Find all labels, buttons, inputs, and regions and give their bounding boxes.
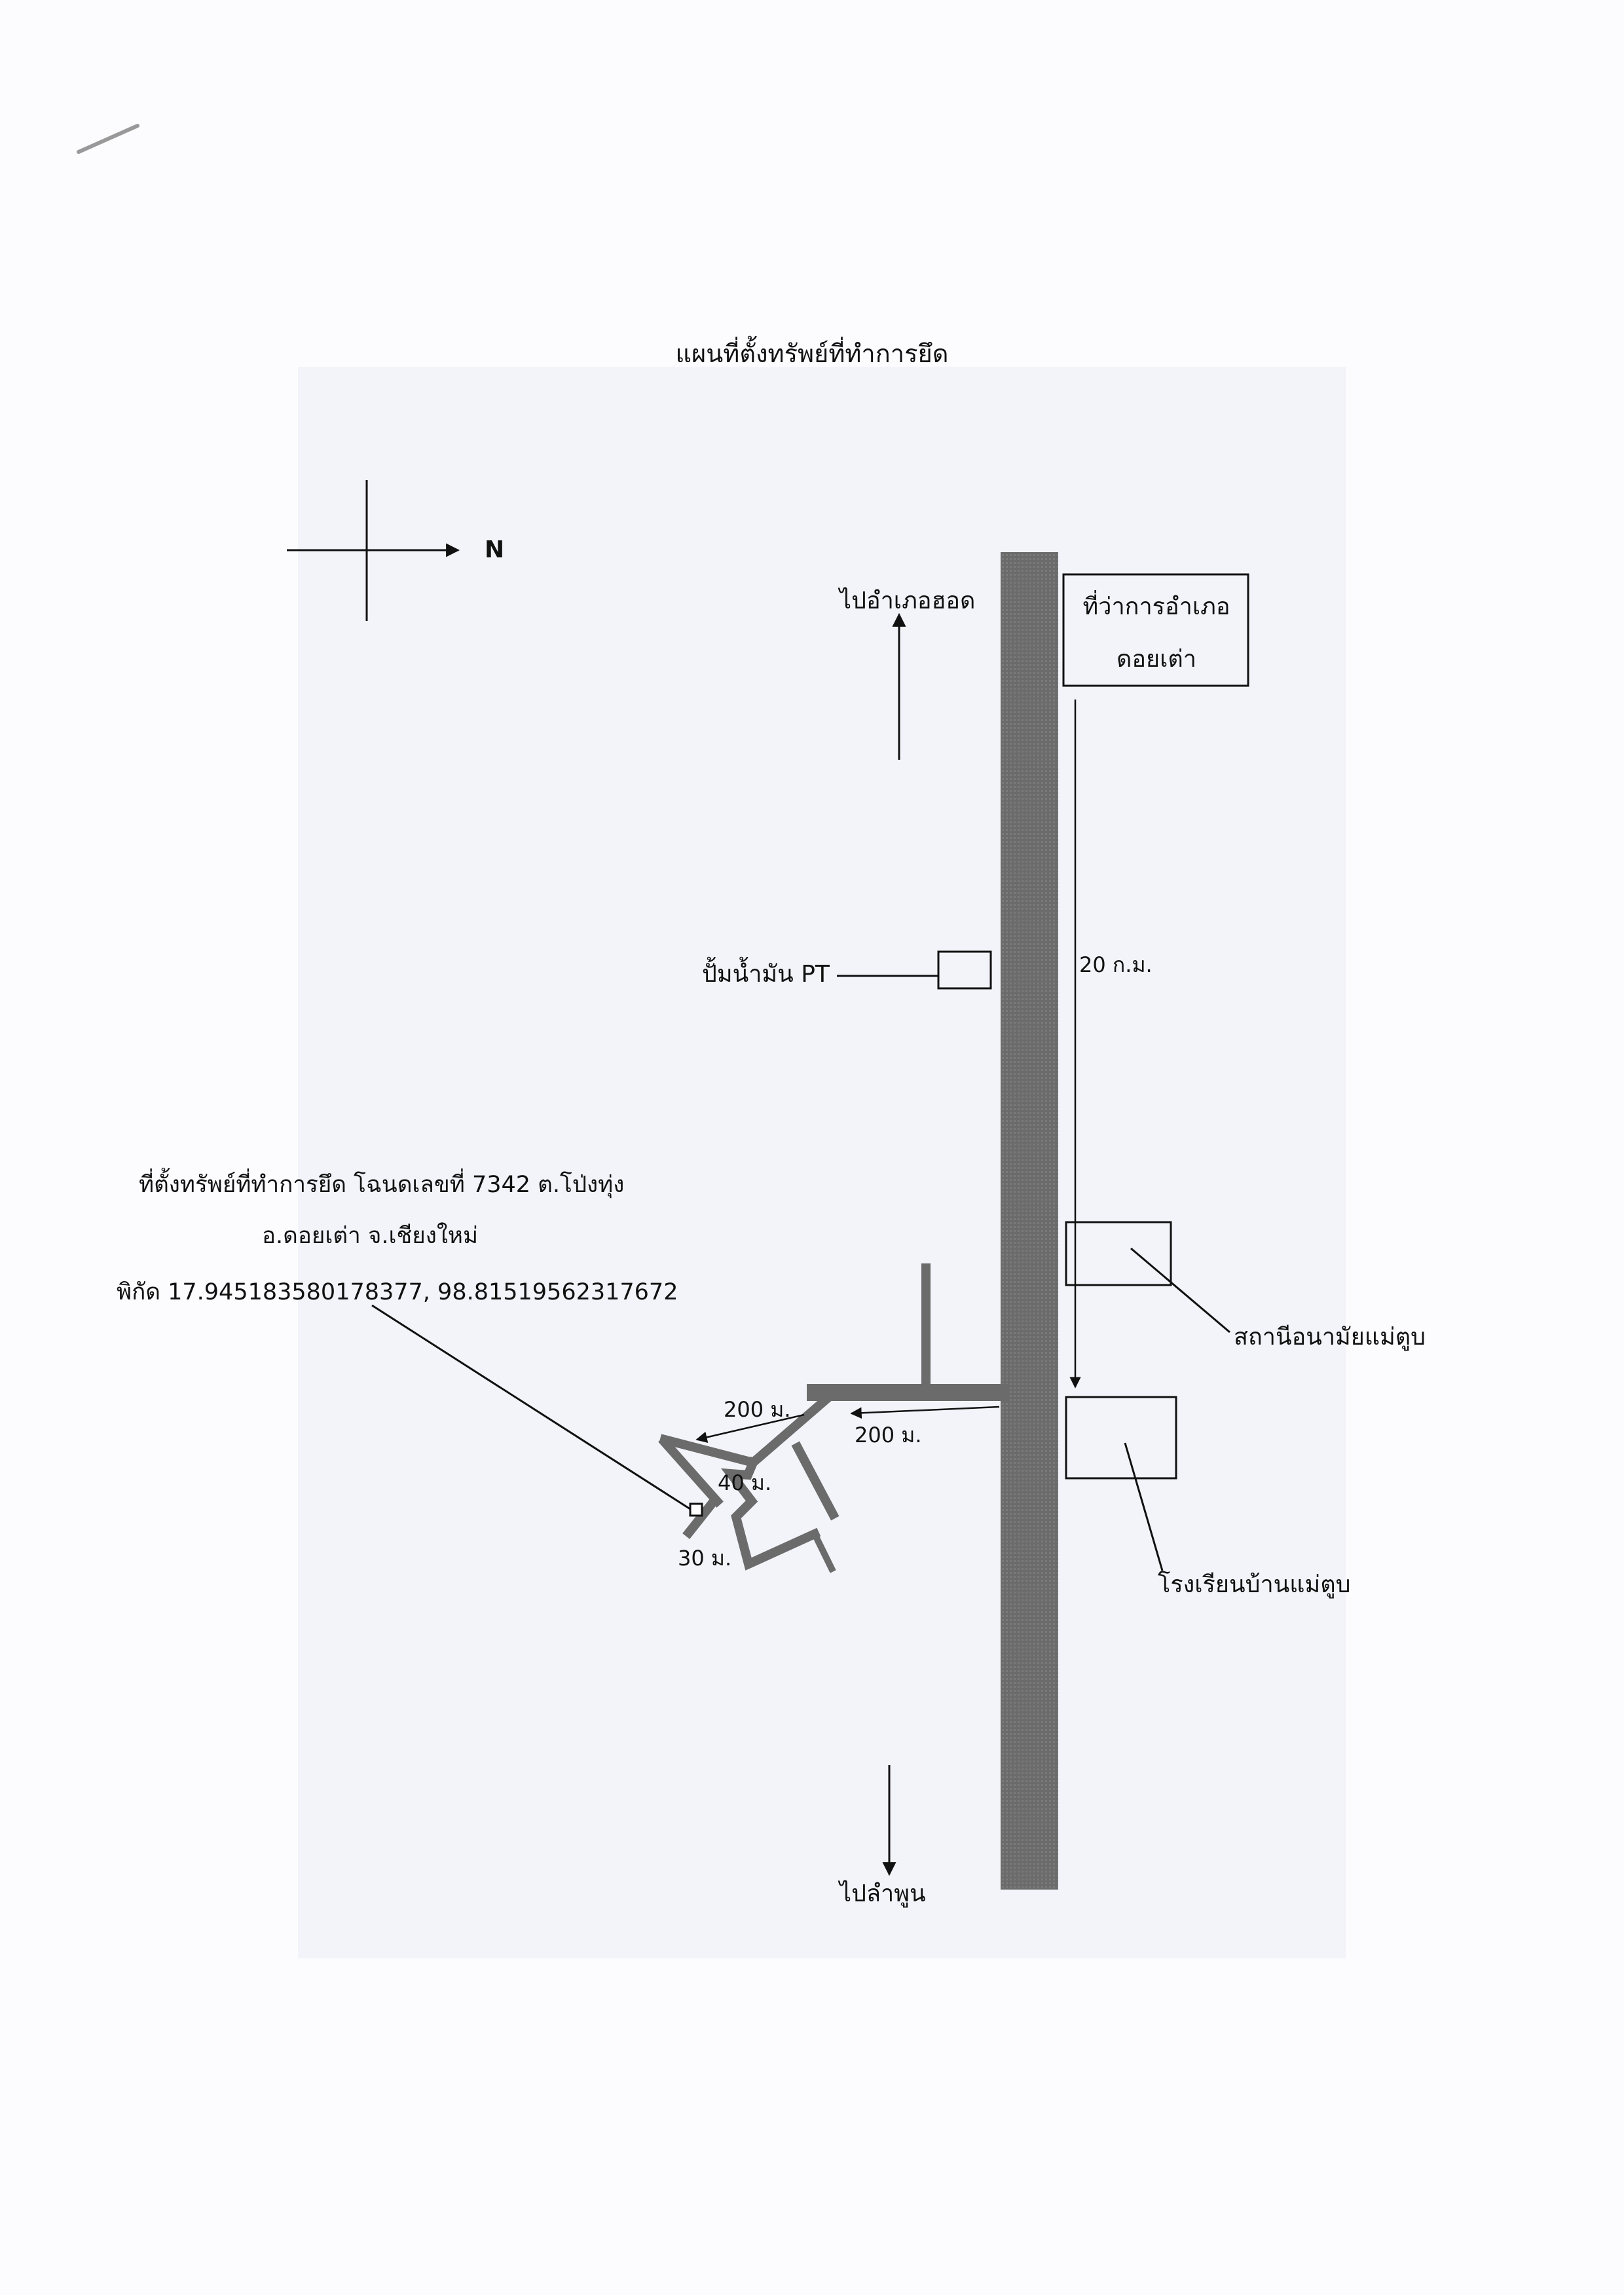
distance-40m-label: 40 ม. (718, 1470, 772, 1495)
health-station-box (1065, 1221, 1172, 1286)
property-leader (371, 1304, 691, 1510)
district-office-box (1062, 573, 1249, 687)
distance-20km-label: 20 ก.ม. (1079, 952, 1153, 977)
property-label-line1: ที่ตั้งทรัพย์ที่ทำการยึด โฉนดเลขที่ 7342… (139, 1172, 625, 1198)
map-background-panel (298, 367, 1346, 1958)
property-marker-icon (689, 1502, 703, 1517)
north-label: N (485, 536, 505, 563)
school-box (1065, 1396, 1177, 1480)
map-title: แผนที่ตั้งทรัพย์ที่ทำการยึด (675, 339, 949, 368)
school-leader (1124, 1442, 1164, 1571)
district-office-label-line2: ดอยเต่า (1116, 646, 1196, 673)
distance-200m-arrow-1 (695, 1413, 805, 1443)
main-highway-road (1001, 552, 1058, 1890)
stray-mark (77, 124, 139, 154)
school-label: โรงเรียนบ้านแม่ตูบ (1158, 1571, 1351, 1598)
district-office-label-line1: ที่ว่าการอำเภอ (1082, 593, 1230, 620)
health-station-leader (1130, 1247, 1230, 1334)
distance-200m-arrow-2 (850, 1406, 1000, 1419)
side-roads (658, 1263, 1009, 1573)
to-hot-label: ไปอำเภอฮอด (840, 588, 976, 614)
distance-200m-label-2: 200 ม. (855, 1423, 922, 1447)
health-station-label: สถานีอนามัยแม่ตูบ (1234, 1324, 1426, 1351)
compass-icon (287, 480, 460, 621)
property-coordinates-label: พิกัด 17.945183580178377, 98.81519562317… (117, 1279, 678, 1305)
property-label-line2: อ.ดอยเต่า จ.เชียงใหม่ (262, 1223, 479, 1249)
to-lamphun-label: ไปลำพูน (840, 1880, 926, 1907)
distance-30m-label: 30 ม. (678, 1546, 732, 1571)
gas-station-label: ปั้มน้ำมัน PT (702, 961, 830, 988)
distance-200m-label-1: 200 ม. (724, 1397, 791, 1422)
gas-station-box (937, 950, 992, 990)
